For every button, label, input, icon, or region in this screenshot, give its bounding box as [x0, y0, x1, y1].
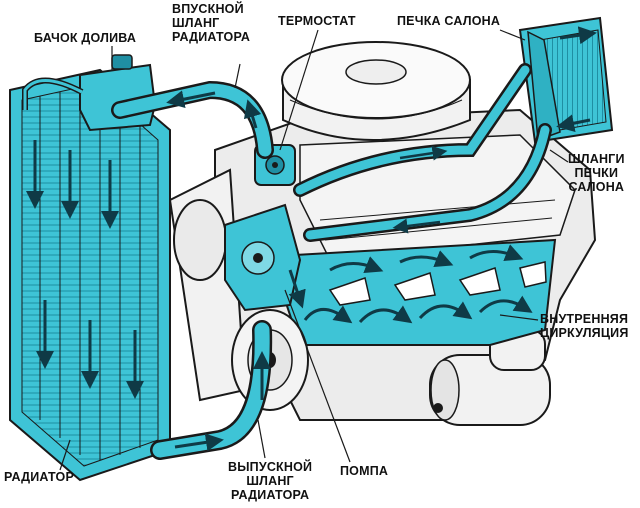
- leader-internal: [499, 314, 539, 321]
- label-outlet-hose: ВЫПУСКНОЙ ШЛАНГ РАДИАТОРА: [228, 460, 312, 502]
- outlet-hose: [150, 320, 273, 460]
- inlet-hose: [111, 80, 274, 159]
- label-inlet-hose-line2: ШЛАНГ: [172, 16, 220, 30]
- leader-lines: [59, 29, 569, 471]
- heater-core: [518, 16, 614, 144]
- label-heater: ПЕЧКА САЛОНА: [397, 14, 501, 28]
- leader-heater-hoses: [549, 149, 569, 163]
- label-inlet-hose-line3: РАДИАТОРА: [172, 30, 251, 44]
- label-outlet-hose-line1: ВЫПУСКНОЙ: [228, 460, 313, 474]
- internal-circulation-zone: [283, 238, 557, 346]
- label-inlet-hose: ВПУСКНОЙ ШЛАНГ РАДИАТОРА: [172, 2, 250, 44]
- label-tank: БАЧОК ДОЛИВА: [34, 31, 137, 45]
- leader-pump: [284, 289, 351, 463]
- label-internal-line2: ЦИРКУЛЯЦИЯ: [540, 326, 629, 340]
- air-cleaner: [281, 41, 471, 141]
- water-pump: [224, 203, 306, 312]
- label-heater-hoses-line3: САЛОНА: [568, 180, 625, 194]
- label-thermostat: ТЕРМОСТАТ: [278, 14, 356, 28]
- label-internal-line1: ВНУТРЕННЯЯ: [540, 312, 629, 326]
- label-heater-hoses-line1: ШЛАНГИ: [568, 152, 625, 166]
- radiator: [9, 68, 171, 482]
- label-heater-hoses-line2: ПЕЧКИ: [574, 166, 619, 180]
- label-internal-circulation: ВНУТРЕННЯЯ ЦИРКУЛЯЦИЯ: [540, 312, 629, 340]
- leader-radiator: [59, 439, 71, 471]
- label-outlet-hose-line2: ШЛАНГ: [246, 474, 294, 488]
- leader-thermostat: [279, 29, 319, 151]
- leader-inlet-hose: [234, 63, 241, 89]
- leader-outlet-hose: [257, 419, 266, 459]
- heater-hoses: [293, 63, 552, 242]
- label-heater-hoses: ШЛАНГИ ПЕЧКИ САЛОНА: [568, 152, 625, 194]
- label-pump: ПОМПА: [340, 464, 389, 478]
- leader-heater: [499, 29, 526, 41]
- label-inlet-hose-line1: ВПУСКНОЙ: [172, 2, 244, 16]
- label-radiator: РАДИАТОР: [4, 470, 75, 484]
- label-outlet-hose-line3: РАДИАТОРА: [231, 488, 310, 502]
